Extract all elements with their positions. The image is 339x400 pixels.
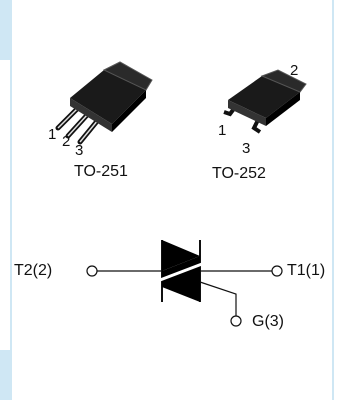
- t2-terminal-label: T2(2): [14, 262, 53, 279]
- t1-terminal-label: T1(1): [287, 262, 326, 279]
- to252-pin3-label: 3: [242, 140, 251, 157]
- to252-pin2-label: 2: [290, 62, 299, 79]
- to251-heatsink-tab: [102, 61, 153, 91]
- to252-body-front: [228, 100, 266, 126]
- side-tab-top: [0, 0, 10, 60]
- triac-symbol: [86, 240, 283, 327]
- to252-body-side: [266, 92, 300, 126]
- gate-terminal-label: G(3): [252, 313, 284, 330]
- to251-body-front: [70, 98, 112, 132]
- gate-terminal-circle: [230, 315, 242, 327]
- to252-pin1-label: 1: [218, 122, 227, 139]
- t2-terminal-circle: [86, 265, 98, 277]
- to251-pin3-label: 3: [75, 142, 84, 159]
- triac-gap-stripe: [159, 262, 203, 282]
- to251-package-name: TO-251: [74, 163, 128, 180]
- to251-body-side: [112, 90, 146, 132]
- to252-body-top: [228, 76, 300, 118]
- side-tab-bottom: [0, 350, 10, 400]
- t1-terminal-circle: [271, 265, 283, 277]
- to251-package-drawing: [55, 61, 153, 145]
- to251-pin1-label: 1: [48, 126, 57, 143]
- to251-lead-1-highlight: [57, 107, 79, 129]
- panel-border: [10, 0, 334, 400]
- to251-lead-3-highlight: [79, 119, 99, 143]
- triac-upper-triangle: [162, 240, 200, 271]
- to251-body-top: [70, 70, 146, 124]
- to251-lead-2-highlight: [67, 113, 89, 137]
- to252-package-drawing: [223, 69, 307, 134]
- gate-lead-line: [199, 281, 237, 316]
- to252-package-name: TO-252: [212, 165, 266, 182]
- to252-lead-3: [251, 119, 262, 134]
- to251-pin2-label: 2: [62, 133, 71, 150]
- to252-heatsink-tab: [260, 69, 307, 93]
